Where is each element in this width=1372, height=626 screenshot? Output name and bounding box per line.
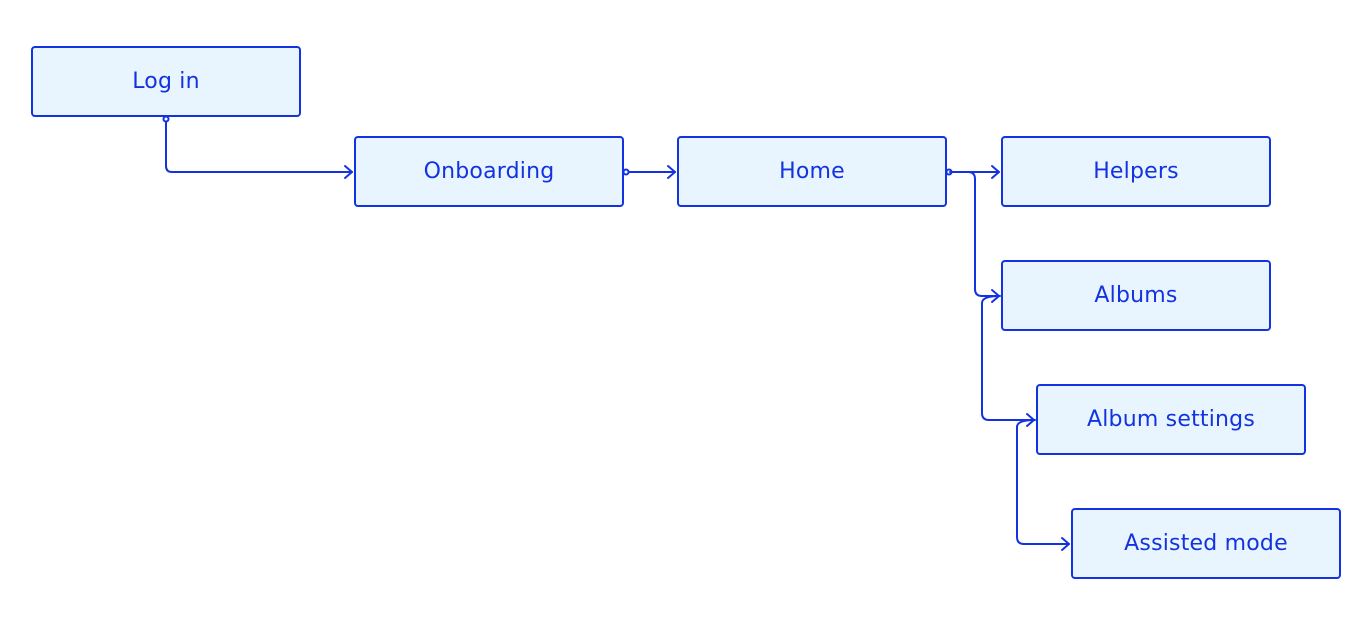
node-login[interactable]: Log in — [31, 46, 301, 117]
arrowhead-icon — [1061, 537, 1070, 551]
edge-start-dot — [162, 115, 170, 123]
node-helpers[interactable]: Helpers — [1001, 136, 1271, 207]
edge-start-dot — [622, 168, 630, 176]
node-label: Home — [779, 159, 845, 184]
edge-settings-assisted — [1016, 419, 1070, 545]
node-label: Log in — [132, 69, 200, 94]
node-album-settings[interactable]: Album settings — [1036, 384, 1306, 455]
node-onboarding[interactable]: Onboarding — [354, 136, 624, 207]
arrowhead-icon — [667, 165, 676, 179]
node-label: Assisted mode — [1124, 531, 1288, 556]
edge-albums-settings — [981, 295, 1035, 421]
edge-home-albums — [949, 171, 1000, 297]
node-assisted-mode[interactable]: Assisted mode — [1071, 508, 1341, 579]
arrowhead-icon — [344, 165, 353, 179]
node-label: Onboarding — [423, 159, 555, 184]
arrowhead-icon — [991, 165, 1000, 179]
node-home[interactable]: Home — [677, 136, 947, 207]
node-label: Album settings — [1086, 407, 1256, 432]
node-label: Helpers — [1093, 159, 1179, 184]
node-albums[interactable]: Albums — [1001, 260, 1271, 331]
node-label: Albums — [1094, 283, 1178, 308]
edge-login-onboarding — [165, 119, 353, 173]
